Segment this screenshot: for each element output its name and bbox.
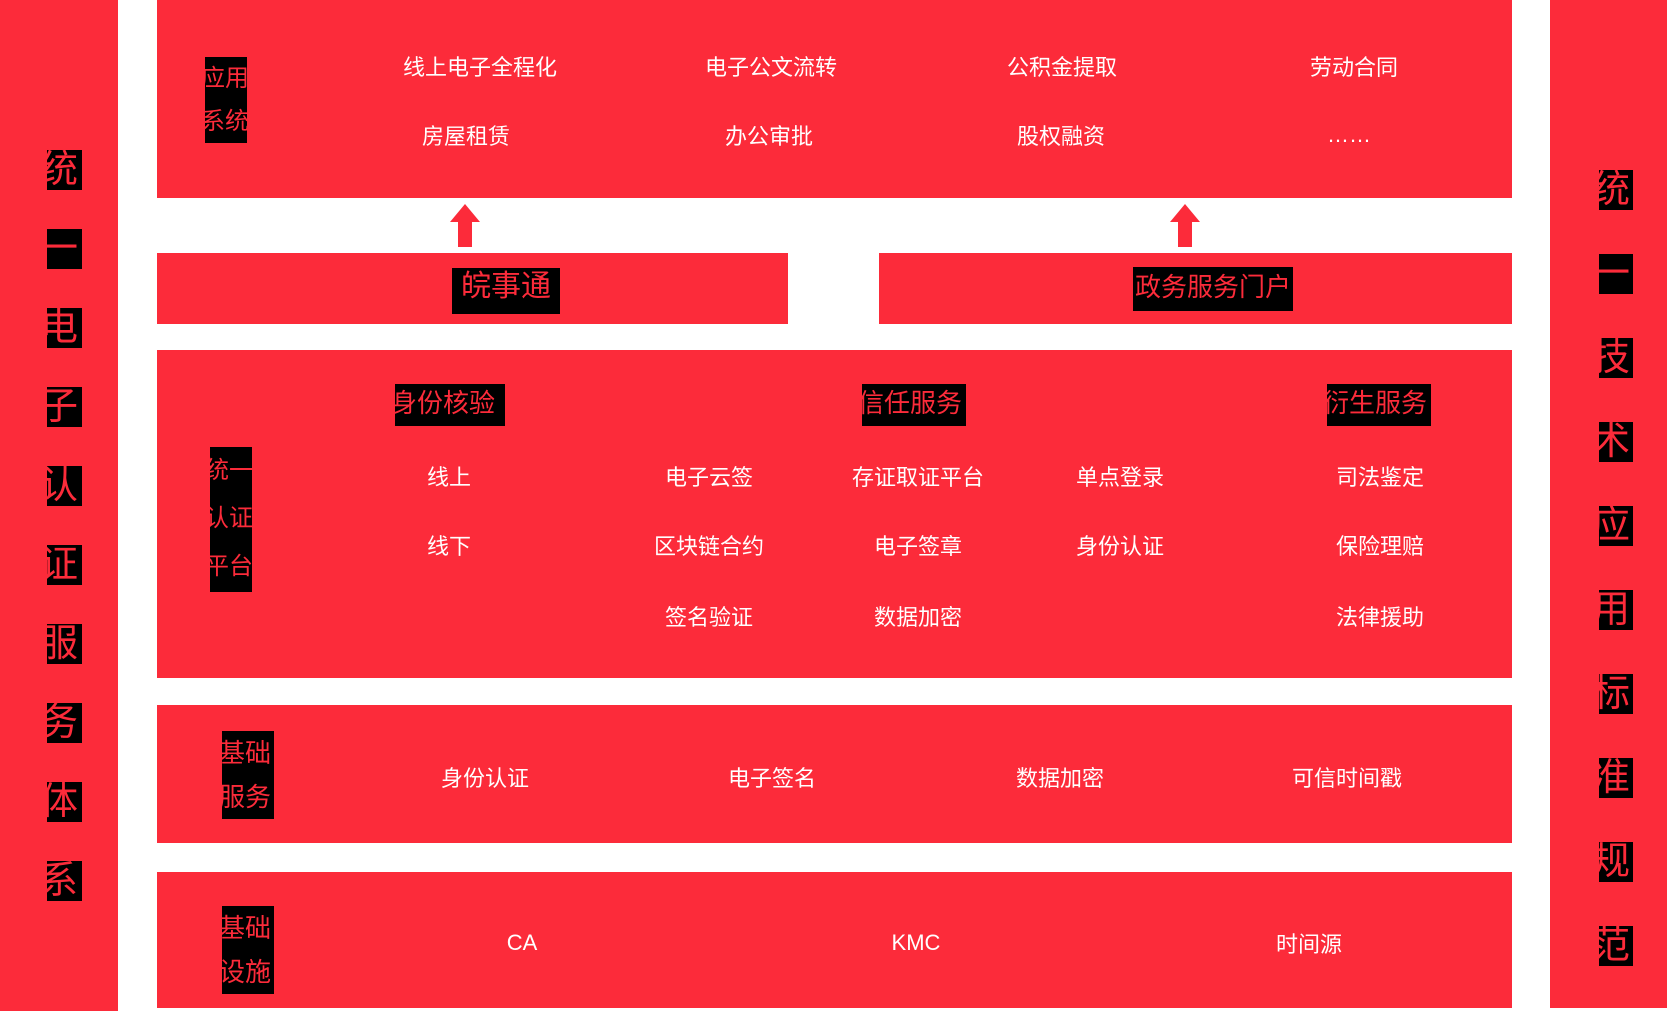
right-sidebar-vertical-label: 统 一 技 术 应 用 标 准 规 范 xyxy=(1599,170,1633,966)
diagram-item: 司法鉴定 xyxy=(1335,465,1425,490)
infrastructure-label: 基础 设施 xyxy=(222,906,274,994)
left-sidebar: 统 一 电 子 认 证 服 务 体 系 xyxy=(0,0,118,1011)
diagram-item: …… xyxy=(1327,122,1371,147)
diagram-item: 线上 xyxy=(426,465,472,490)
infrastructure-block: 基础 设施 CA KMC 时间源 xyxy=(157,872,1512,1008)
diagram-item: 电子云签 xyxy=(664,465,754,490)
label-line: 身份核验 xyxy=(395,388,496,418)
diagram-item: 单点登录 xyxy=(1075,465,1165,490)
label-line: 服务 xyxy=(222,782,272,812)
unified-auth-platform-block: 统一 认证 平台 身份核验 信任服务 衍生服务 线上 线下 电子云签 区块链合约… xyxy=(157,350,1512,678)
label-line: 设施 xyxy=(222,957,272,987)
diagram-item: 存证取证平台 xyxy=(851,465,985,490)
vertical-char: 电 xyxy=(47,308,82,348)
vertical-char: 务 xyxy=(47,703,82,743)
arrow-stem xyxy=(1178,222,1192,247)
trust-services-header: 信任服务 xyxy=(862,384,966,426)
diagram-item: 电子签名 xyxy=(727,766,817,791)
portal-bar-gov-service: 政务服务门户 xyxy=(879,253,1512,324)
label-line: 信任服务 xyxy=(862,388,963,418)
diagram-item: 签名验证 xyxy=(664,605,754,630)
base-services-block: 基础 服务 身份认证 电子签名 数据加密 可信时间戳 xyxy=(157,705,1512,843)
vertical-char: 统 xyxy=(47,150,82,190)
label-line: 认证 xyxy=(210,505,252,532)
app-systems-block: 应用 系统 线上电子全程化 电子公文流转 公积金提取 劳动合同 房屋租赁 办公审… xyxy=(157,0,1512,198)
vertical-char: 技 xyxy=(1599,338,1633,378)
vertical-char: 规 xyxy=(1599,842,1633,882)
diagram-item: 房屋租赁 xyxy=(421,124,511,149)
arrow-up-icon xyxy=(450,204,480,247)
diagram-item: 电子签章 xyxy=(873,534,963,559)
vertical-char: 一 xyxy=(47,229,82,269)
vertical-char: 统 xyxy=(1599,170,1633,210)
label-line: 系统 xyxy=(205,108,247,135)
label-line: 平台 xyxy=(210,553,252,580)
vertical-char: 范 xyxy=(1599,926,1633,966)
vertical-char: 准 xyxy=(1599,758,1633,798)
diagram-item: 股权融资 xyxy=(1016,124,1106,149)
vertical-char: 证 xyxy=(47,545,82,585)
diagram-item: 身份认证 xyxy=(1075,534,1165,559)
vertical-char: 服 xyxy=(47,624,82,664)
diagram-item: 线上电子全程化 xyxy=(402,55,558,80)
app-systems-label: 应用 系统 xyxy=(205,57,247,143)
derived-services-header: 衍生服务 xyxy=(1327,384,1431,426)
diagram-item: 线下 xyxy=(426,534,472,559)
diagram-item: 法律援助 xyxy=(1335,605,1425,630)
left-sidebar-vertical-label: 统 一 电 子 认 证 服 务 体 系 xyxy=(47,150,82,901)
diagram-item: 办公审批 xyxy=(724,124,814,149)
portal-wanshitong-label: 皖事通 xyxy=(452,268,560,314)
right-sidebar: 统 一 技 术 应 用 标 准 规 范 xyxy=(1550,0,1667,1008)
label-line: 衍生服务 xyxy=(1327,388,1428,418)
arrow-up-icon xyxy=(1170,204,1200,247)
diagram-item: CA xyxy=(506,930,538,955)
label-line: 统一 xyxy=(210,457,252,484)
base-services-label: 基础 服务 xyxy=(222,731,274,819)
arrow-head xyxy=(450,204,480,222)
portal-gov-service-label: 政务服务门户 xyxy=(1133,267,1293,311)
diagram-item: 保险理赔 xyxy=(1335,534,1425,559)
label-line: 基础 xyxy=(222,913,272,943)
portal-bar-wanshitong: 皖事通 xyxy=(157,253,788,324)
identity-check-header: 身份核验 xyxy=(395,384,505,426)
diagram-item: 劳动合同 xyxy=(1309,55,1399,80)
vertical-char: 系 xyxy=(47,861,82,901)
vertical-char: 标 xyxy=(1599,674,1633,714)
diagram-item: 数据加密 xyxy=(1015,766,1105,791)
vertical-char: 用 xyxy=(1599,590,1633,630)
label-line: 基础 xyxy=(222,738,272,768)
vertical-char: 子 xyxy=(47,387,82,427)
arrow-stem xyxy=(458,222,472,247)
label-line: 皖事通 xyxy=(461,270,551,303)
diagram-item: 公积金提取 xyxy=(1006,55,1118,80)
diagram-item: 时间源 xyxy=(1275,932,1343,957)
diagram-item: 可信时间戳 xyxy=(1291,766,1403,791)
vertical-char: 术 xyxy=(1599,422,1633,462)
label-line: 政务服务门户 xyxy=(1134,272,1291,302)
diagram-item: 数据加密 xyxy=(873,605,963,630)
diagram-item: 身份认证 xyxy=(440,766,530,791)
vertical-char: 认 xyxy=(47,466,82,506)
vertical-char: 一 xyxy=(1599,254,1633,294)
diagram-item: 区块链合约 xyxy=(653,534,765,559)
diagram-item: 电子公文流转 xyxy=(704,55,838,80)
vertical-char: 体 xyxy=(47,782,82,822)
arrow-head xyxy=(1170,204,1200,222)
vertical-char: 应 xyxy=(1599,506,1633,546)
label-line: 应用 xyxy=(205,65,247,92)
diagram-item: KMC xyxy=(891,930,941,955)
unified-auth-platform-label: 统一 认证 平台 xyxy=(210,447,252,592)
